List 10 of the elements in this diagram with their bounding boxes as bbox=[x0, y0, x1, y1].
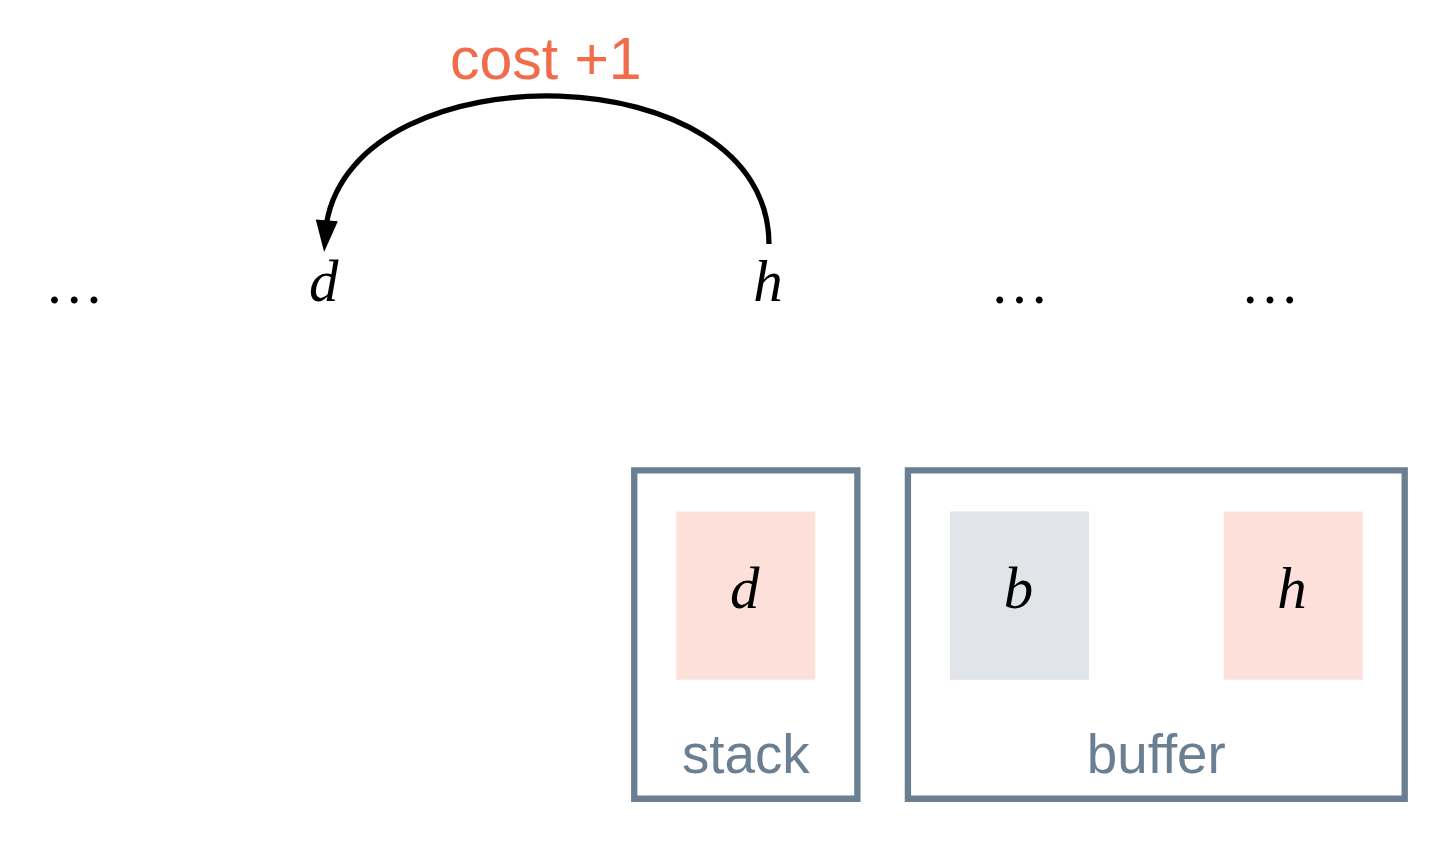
node-box: d bbox=[675, 510, 815, 680]
node-text: d bbox=[308, 247, 338, 314]
node-text: … bbox=[44, 249, 104, 316]
edge-label: cost +1 bbox=[449, 25, 642, 91]
node-box: b bbox=[949, 510, 1089, 680]
node-text: … bbox=[1240, 249, 1299, 316]
node-box: h bbox=[1223, 510, 1363, 680]
node-text: h bbox=[752, 247, 783, 314]
arrow bbox=[315, 93, 772, 252]
node-text: … bbox=[989, 249, 1049, 316]
